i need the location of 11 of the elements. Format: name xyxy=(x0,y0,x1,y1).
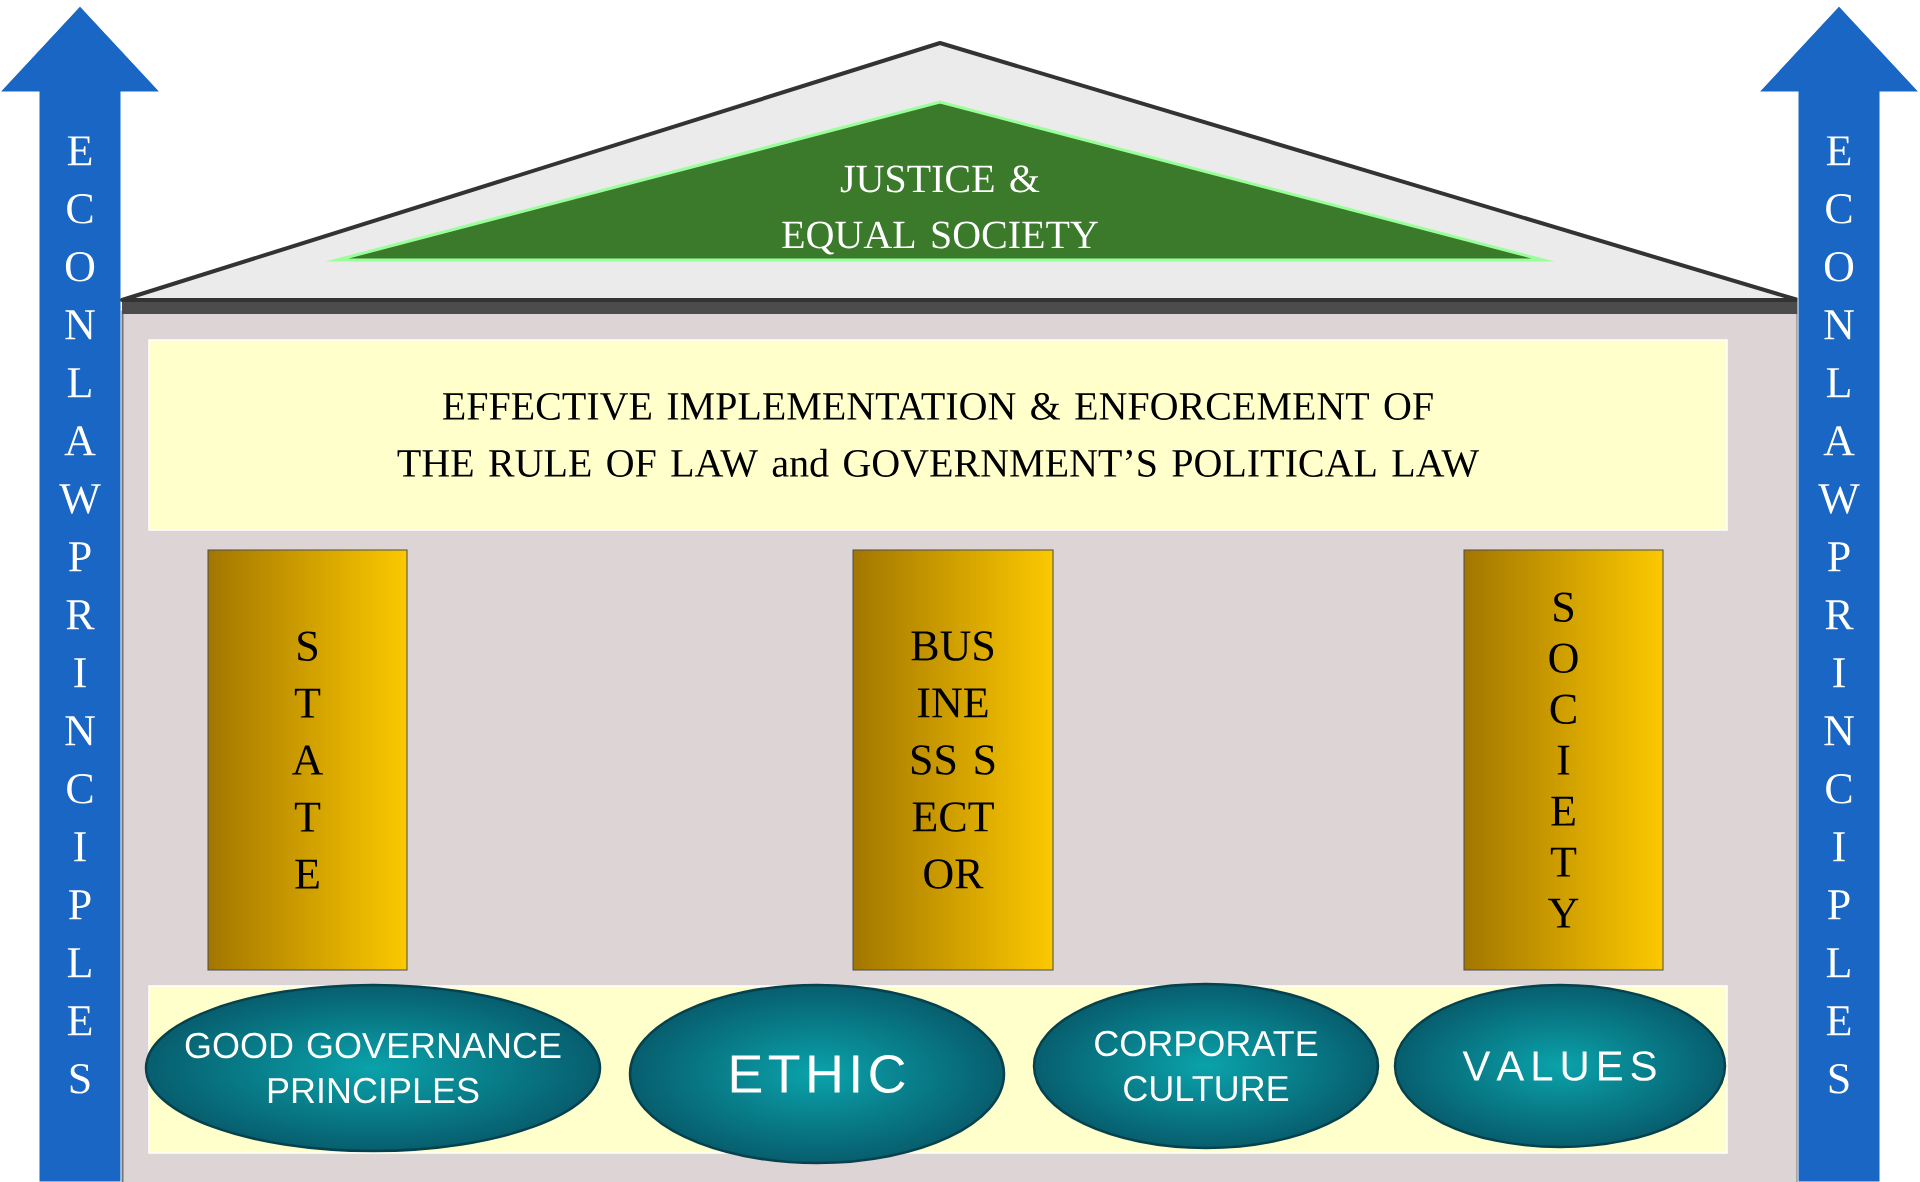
roof-triangle: JUSTICE & EQUAL SOCIETY xyxy=(120,41,1800,302)
text-panel: EFFECTIVE IMPLEMENTATION & ENFORCEMENT OF THE RULE OF LAW and GOVERNMENT’S POLITICAL LAW xyxy=(148,339,1728,531)
arrow-banner: ECONLAW PRINCIPLES xyxy=(1758,5,1920,1182)
column: SOCIETY xyxy=(1463,549,1664,971)
ellipse-label: ETHIC xyxy=(628,983,1006,1165)
column: BUSINESS SECTOR xyxy=(852,549,1054,971)
ellipse-label: GOOD GOVERNANCE PRINCIPLES xyxy=(144,983,602,1153)
ellipse-label: VALUES xyxy=(1393,983,1727,1149)
column: STATE xyxy=(207,549,408,971)
arrow-banner: ECONLAW PRINCIPLES xyxy=(0,5,161,1182)
ellipse-label: CORPORATE CULTURE xyxy=(1032,982,1380,1150)
